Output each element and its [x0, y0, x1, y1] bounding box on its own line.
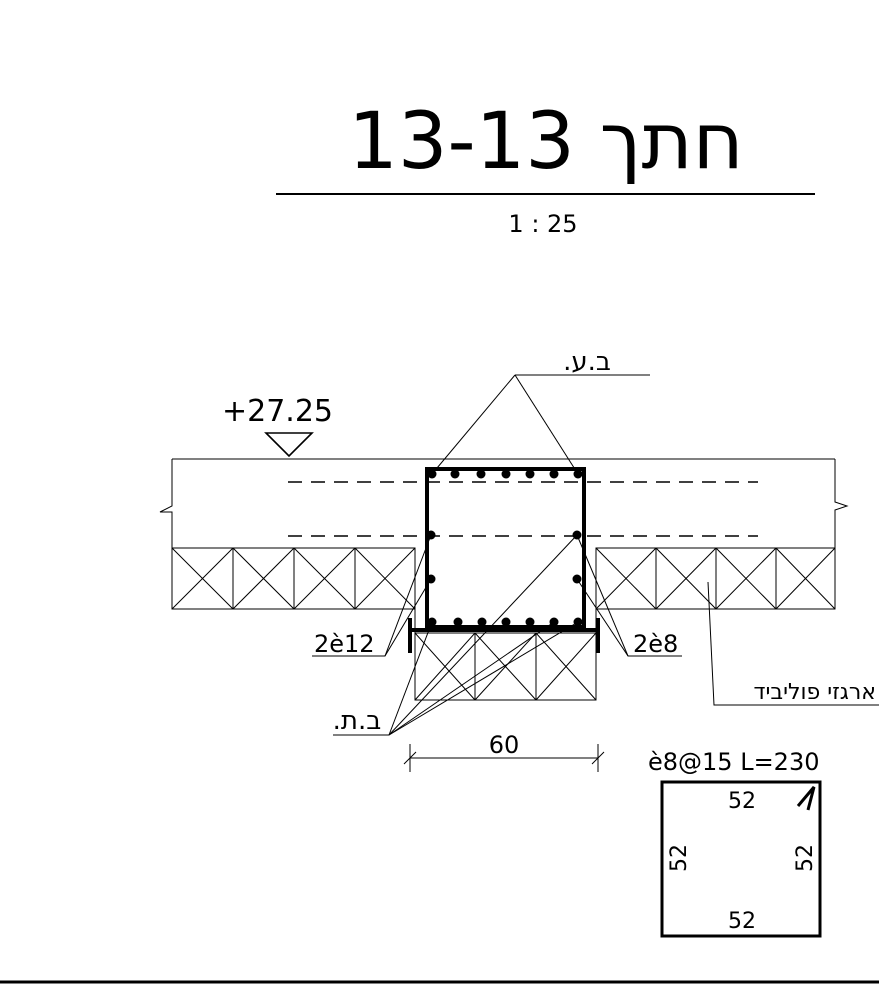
rebar-top-row: [427, 469, 583, 479]
stirrup-bottom-dim: 52: [728, 909, 756, 934]
bottom-concrete-leader-a: [388, 621, 433, 736]
polystyrene-label: ארגזי פוליביד: [753, 680, 876, 705]
polystyrene-boxes-under-beam: [414, 632, 597, 701]
bottom-concrete-leader-c: [388, 621, 555, 736]
right-rebar-leader-b: [576, 534, 629, 657]
left-rebar-leader-b: [384, 534, 432, 657]
bottom-concrete-leader-d: [388, 621, 579, 736]
rebar-bottom-row: [427, 617, 583, 627]
left-rebar-label: 2è12: [314, 630, 375, 658]
elevation-label: +27.25: [222, 394, 333, 429]
top-concrete-leader-b: [514, 374, 579, 475]
stirrup-top-dim: 52: [728, 789, 756, 814]
polystyrene-leader: [707, 581, 879, 706]
stirrup-left-dim: 52: [667, 844, 692, 872]
beam-stirrup: [425, 467, 586, 629]
width-dimension-label: 60: [489, 731, 520, 759]
elevation-triangle: [264, 432, 314, 458]
rebar-side-bars: [426, 530, 582, 584]
section-title: חתך 13-13: [348, 97, 744, 187]
stirrup-hook-icon: [796, 786, 816, 811]
polystyrene-boxes-right: [595, 547, 836, 610]
right-rebar-label: 2è8: [633, 630, 678, 658]
stirrup-right-dim: 52: [793, 844, 818, 872]
top-concrete-label: ב.ע.: [563, 347, 611, 377]
slab-left-break: [159, 459, 173, 548]
top-concrete-leader-a: [431, 374, 516, 475]
bottom-concrete-leader-b: [388, 534, 578, 736]
stirrup-spec: è8@15 L=230: [648, 748, 820, 776]
bottom-concrete-label: ב.ת.: [333, 706, 382, 736]
stirrup-detail-box: [660, 780, 822, 938]
polystyrene-boxes-left: [171, 547, 416, 610]
width-dimension: [403, 744, 605, 772]
scale-label: 1 : 25: [508, 210, 577, 238]
slab-right-break: [834, 459, 849, 548]
